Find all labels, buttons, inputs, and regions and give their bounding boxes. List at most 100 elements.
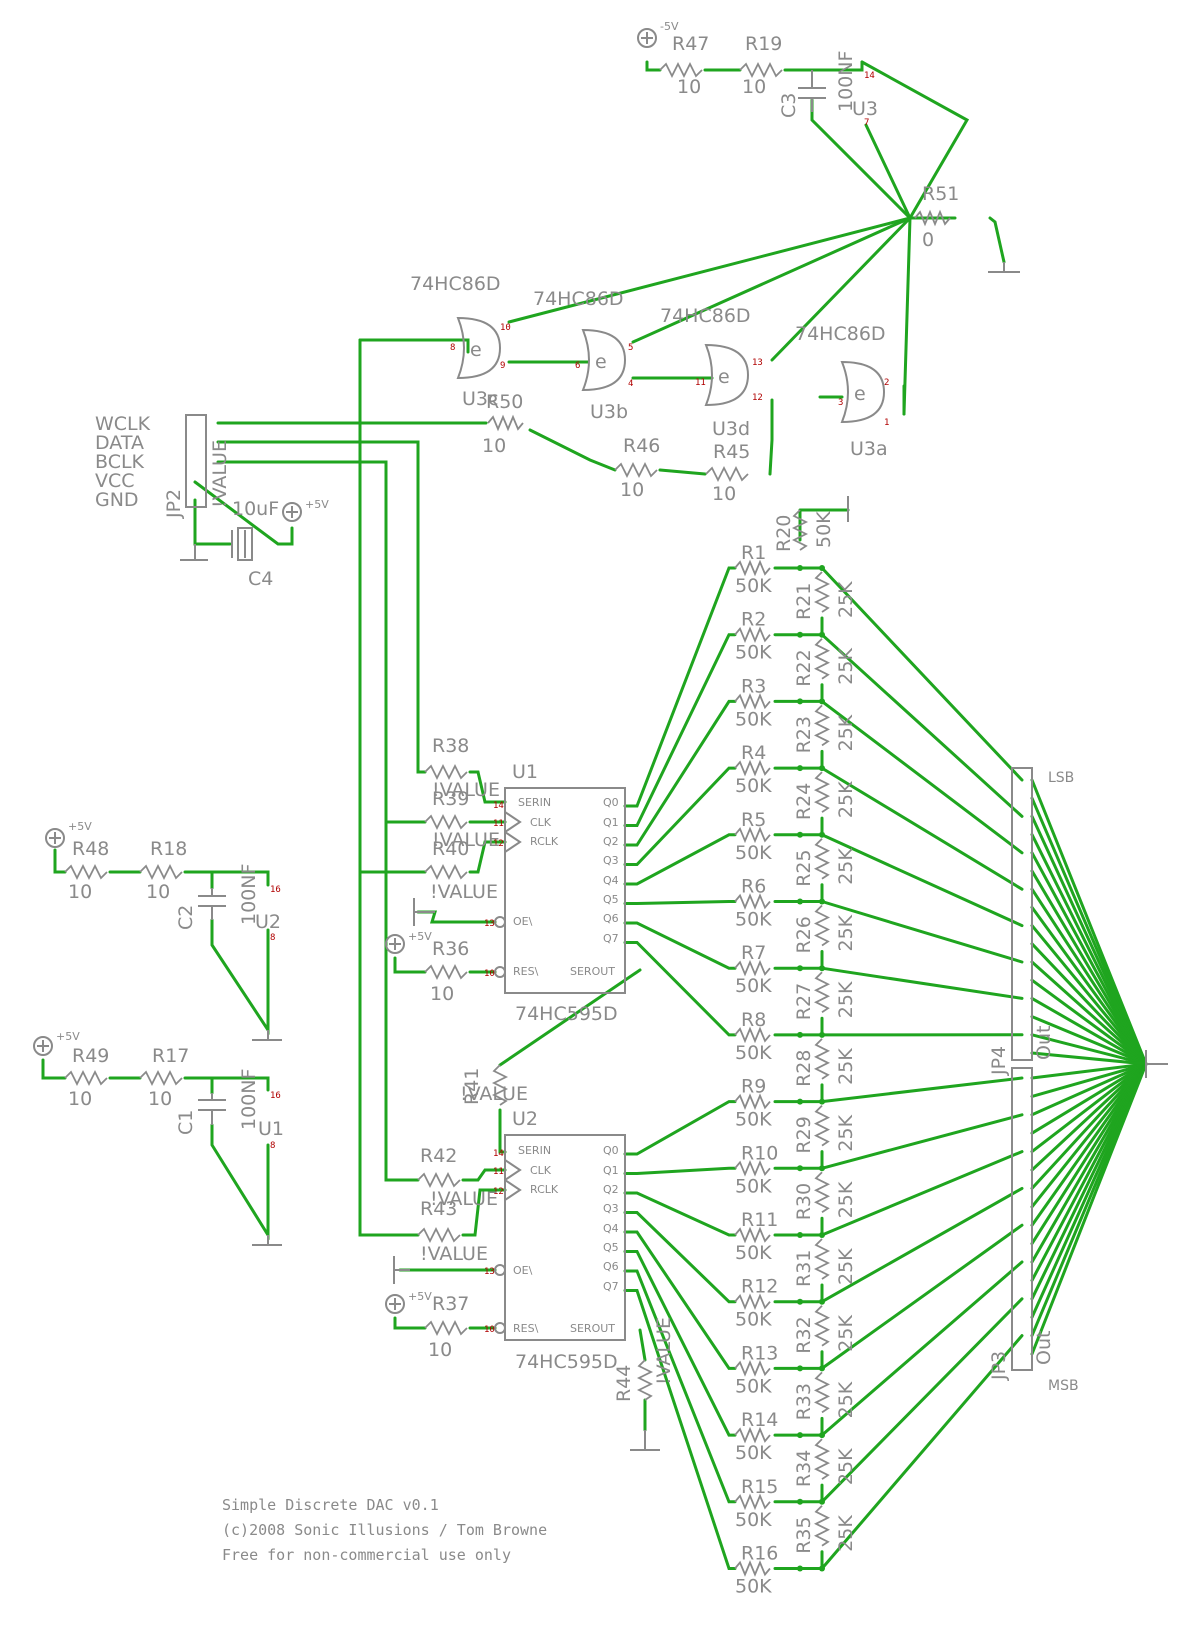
wire [468,840,507,874]
label-gate: U3b [590,401,628,423]
svg-text:11: 11 [493,1167,504,1177]
junction [797,1031,803,1038]
svg-text:CLK: CLK [530,1164,552,1177]
junction [819,1165,825,1172]
svg-text:Q6: Q6 [603,912,619,925]
power-symbol [385,1294,405,1314]
ladder-resistor-r5 [734,826,771,844]
ladder-resistor-r12 [734,1293,771,1311]
svg-text:11: 11 [493,819,504,829]
ladder-label: R14 [741,1409,778,1431]
value-r19: 10 [742,76,766,98]
label-r49: R49 [72,1045,109,1067]
ladder-resistor-r16 [734,1560,771,1577]
jp3-tag: MSB [1048,1378,1079,1394]
title-line-2: (c)2008 Sonic Illusions / Tom Browne [222,1521,547,1539]
svg-text:Q6: Q6 [603,1260,619,1273]
wire [1030,1062,1148,1172]
resistor-r50 [487,414,524,432]
wire [820,1334,1024,1570]
wire [820,699,1024,855]
junction [819,1098,825,1105]
ladder-label: R21 [793,583,815,620]
ladder-label: R22 [793,649,815,686]
ladder-label: R30 [793,1183,815,1220]
label-r50: R50 [486,391,523,413]
wire [1030,851,1148,1066]
svg-text:OE\: OE\ [513,915,533,928]
svg-text:16: 16 [270,1091,281,1101]
ladder-value: 25K [835,981,857,1018]
r41-group: R41 !VALUE [460,1064,528,1106]
power-symbol [45,828,65,848]
wire [1030,1062,1148,1080]
power-label: +5V [408,1290,432,1303]
jp2-signal: WCLK [95,413,151,435]
resistor-r38 [424,763,468,781]
svg-text:Q7: Q7 [603,1280,619,1293]
value-r51: 0 [922,229,934,251]
shift-register-u1: U1 74HC595D SERIN CLK RCLK OE\ RES\ SERO… [484,761,626,1025]
junction [797,1298,803,1305]
wire [631,216,912,344]
wire [1030,978,1148,1066]
resistor-r41 [491,1064,509,1106]
wire [1030,960,1148,1066]
wire [770,216,912,362]
resistor-r43 [417,1226,461,1244]
ladder-label: R10 [741,1142,778,1164]
wire [358,338,427,874]
wire [393,1316,497,1330]
jp2-signal: VCC [95,470,135,492]
value-r48: 10 [68,881,92,903]
label-r44: R44 [613,1365,635,1402]
ladder-value: 25K [835,648,857,685]
svg-text:CLK: CLK [530,816,552,829]
svg-text:12: 12 [752,393,763,403]
ladder-resistor-r34 [813,1438,831,1480]
ladder-label: R5 [741,809,766,831]
output-fan [820,566,1148,1570]
svg-text:RCLK: RCLK [530,835,559,848]
power-label: +5V [305,498,329,511]
svg-text:7: 7 [864,118,869,128]
resistor-r39 [424,813,468,831]
chain-resistors: R50 10 R46 10 R45 10 [482,391,750,505]
svg-text:e: e [595,351,607,373]
label-r20: R20 [773,515,795,552]
ladder-label: R11 [741,1209,778,1231]
wire [623,1250,737,1437]
resistor-r46 [614,461,658,479]
wire [1030,1062,1148,1246]
wire [820,900,1024,964]
svg-text:13: 13 [484,919,495,929]
label-r39: R39 [432,788,469,810]
power-label: +5V [56,1030,80,1043]
wiring [41,60,1006,1432]
label-r18: R18 [150,838,187,860]
svg-text:OE\: OE\ [513,1264,533,1277]
svg-text:RES\: RES\ [513,1322,539,1335]
svg-text:Q4: Q4 [603,1222,619,1235]
ladder-value: 50K [735,708,772,730]
resistor-r20 [791,509,809,551]
wire [623,1100,737,1156]
value-r18: 10 [146,881,170,903]
ground-symbol [252,1030,282,1041]
wire [53,848,270,1036]
jp3-label: JP3 [988,1351,1010,1381]
wire [1030,942,1148,1066]
wire [623,699,737,847]
wire [638,1328,647,1432]
value-r36: 10 [430,983,454,1005]
ladder-value: 50K [735,1309,772,1331]
svg-text:14: 14 [493,801,504,811]
jp4-label: JP4 [988,1046,1010,1076]
ladder-label: R6 [741,876,766,898]
label-u1-power: U1 [258,1118,284,1140]
wire [358,338,470,354]
junction [819,631,825,638]
label-r48: R48 [72,838,109,860]
svg-text:6: 6 [575,361,580,371]
ladder-value: 50K [735,1509,772,1531]
